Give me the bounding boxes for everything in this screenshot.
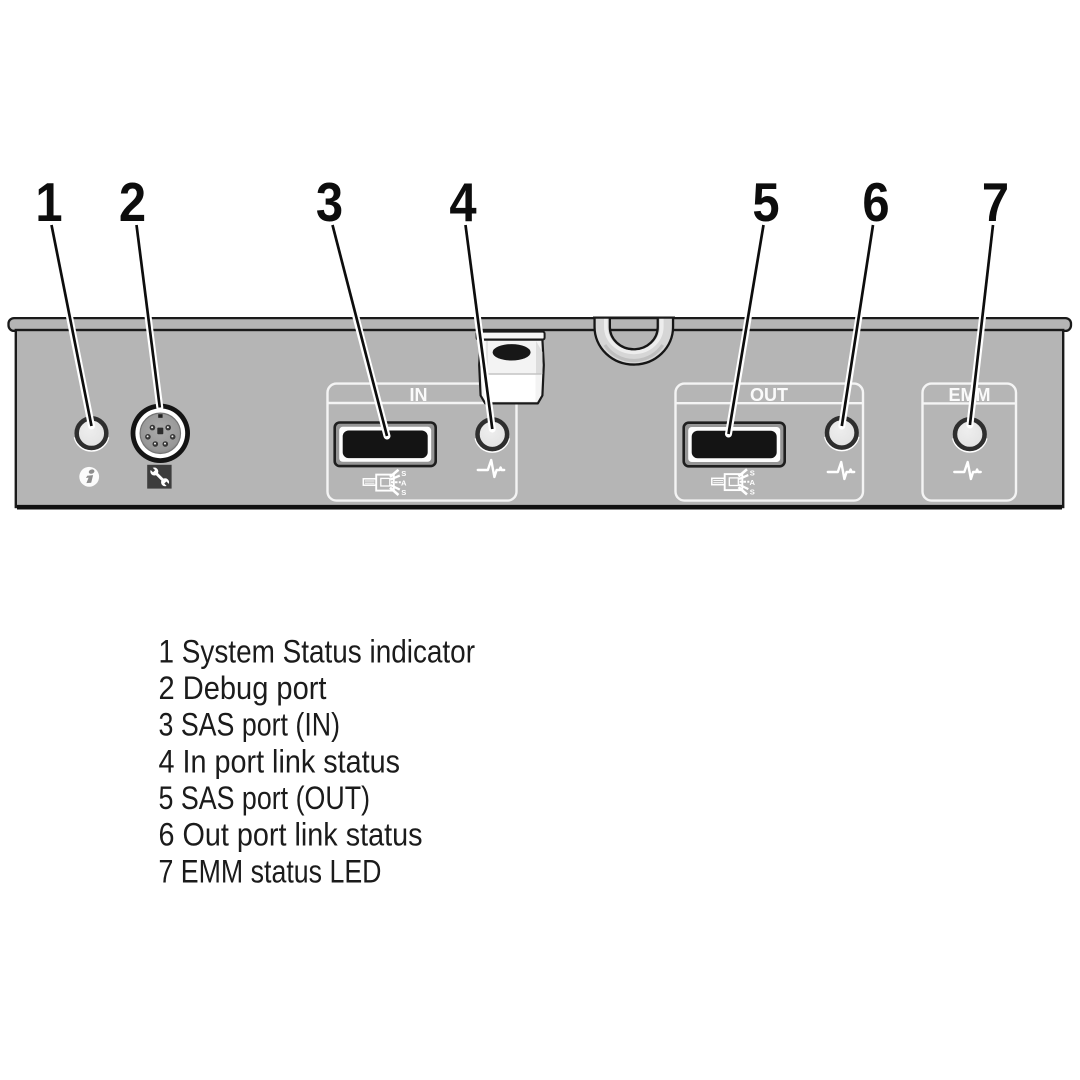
svg-text:7 EMM status LED: 7 EMM status LED bbox=[159, 853, 382, 889]
svg-text:2 Debug port: 2 Debug port bbox=[159, 670, 327, 706]
svg-text:5 SAS port (OUT): 5 SAS port (OUT) bbox=[159, 780, 371, 816]
svg-text:EMM: EMM bbox=[949, 385, 991, 405]
svg-text:5: 5 bbox=[752, 172, 779, 233]
svg-text:1: 1 bbox=[35, 172, 62, 233]
svg-text:3: 3 bbox=[316, 172, 343, 233]
svg-text:IN: IN bbox=[410, 385, 428, 405]
svg-text:2: 2 bbox=[119, 172, 146, 233]
svg-text:1 System Status indicator: 1 System Status indicator bbox=[159, 633, 476, 669]
svg-text:7: 7 bbox=[982, 172, 1009, 233]
svg-text:6: 6 bbox=[862, 172, 889, 233]
svg-text:4: 4 bbox=[449, 172, 476, 233]
svg-text:OUT: OUT bbox=[750, 385, 788, 405]
svg-text:4 In port link status: 4 In port link status bbox=[159, 743, 401, 779]
svg-text:6 Out port link status: 6 Out port link status bbox=[159, 817, 423, 853]
svg-text:3 SAS port (IN): 3 SAS port (IN) bbox=[159, 707, 341, 743]
